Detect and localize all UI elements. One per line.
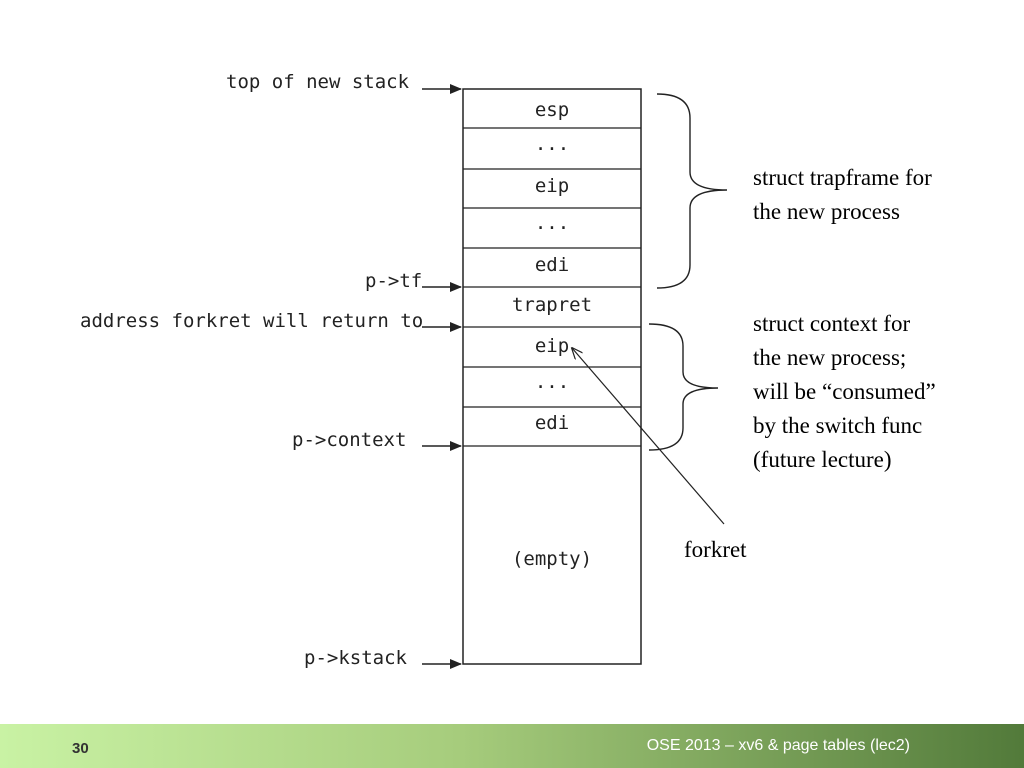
- trapframe-annotation: struct trapframe for the new process: [753, 161, 932, 229]
- context-brace: [648, 323, 719, 451]
- stack-cell-eip: eip: [534, 175, 570, 197]
- label-p-tf: p->tf: [365, 270, 423, 292]
- stack-cell-edi: edi: [534, 412, 570, 434]
- forkret-annotation: forkret: [684, 537, 747, 562]
- forkret-pointer-arrow: [572, 348, 725, 525]
- stack-cell-ellipsis: ...: [534, 371, 570, 393]
- label-p-kstack: p->kstack: [304, 647, 407, 669]
- annotation-line: struct trapframe for: [753, 165, 932, 190]
- annotation-line: the new process;: [753, 345, 907, 370]
- stack-cell-trapret: trapret: [511, 294, 593, 316]
- trapframe-brace: [656, 93, 728, 289]
- stack-cell-empty: (empty): [511, 548, 593, 570]
- footer-bar: [0, 724, 1024, 768]
- stack-cell-esp: esp: [534, 99, 570, 121]
- stack-cell-edi: edi: [534, 254, 570, 276]
- annotation-line: (future lecture): [753, 447, 892, 472]
- stack-dividers: [463, 127, 641, 447]
- context-annotation: struct context for the new process; will…: [753, 307, 936, 477]
- stack-cell-eip: eip: [534, 335, 570, 357]
- annotation-line: will be “consumed”: [753, 379, 936, 404]
- slide-number: 30: [72, 740, 89, 757]
- annotation-line: the new process: [753, 199, 900, 224]
- annotation-line: struct context for: [753, 311, 911, 336]
- stack-diagram: [422, 84, 728, 669]
- label-p-context: p->context: [292, 429, 407, 451]
- footer-title: OSE 2013 – xv6 & page tables (lec2): [646, 737, 910, 754]
- stack-cell-ellipsis: ...: [534, 212, 570, 234]
- stack-cell-ellipsis: ...: [534, 133, 570, 155]
- label-top-of-new-stack: top of new stack: [226, 71, 410, 93]
- annotation-line: by the switch func: [753, 413, 923, 438]
- label-forkret-return-address: address forkret will return to: [80, 310, 424, 332]
- stack-box: [462, 88, 642, 665]
